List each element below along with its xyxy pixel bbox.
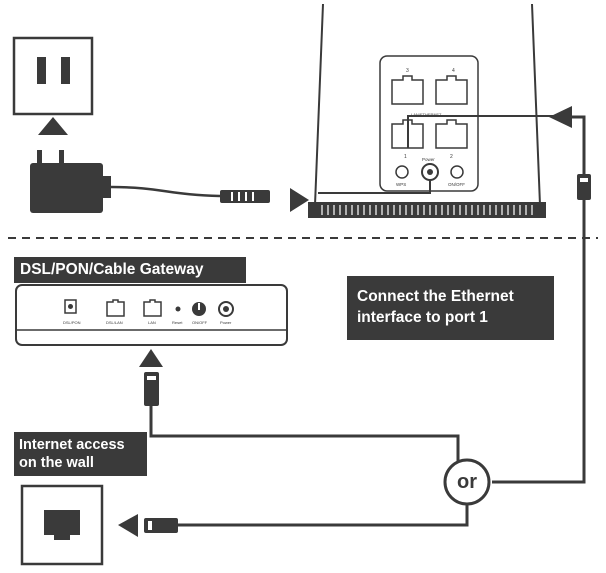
- router-port-label-1: 1: [404, 154, 407, 160]
- gateway-label-power: Power: [220, 320, 232, 325]
- gateway-ethernet-cable: [149, 406, 460, 462]
- ethernet-plug-gateway-icon: [144, 372, 159, 406]
- connect-instruction: Connect the Ethernet interface to port 1: [347, 276, 554, 340]
- router-ethernet-port-1: [391, 119, 424, 149]
- router-port-label-4: 4: [452, 68, 455, 74]
- router-ethernet-port-3: [391, 75, 424, 105]
- arrow-right-power-icon: [290, 188, 309, 212]
- gateway-title-text: DSL/PON/Cable Gateway: [20, 261, 204, 278]
- wall-access-label: Internet access on the wall: [14, 432, 147, 476]
- arrow-up-gateway-icon: [139, 349, 163, 367]
- wall-ethernet-cable: [178, 504, 469, 527]
- power-plug-icon: [220, 190, 270, 203]
- power-adapter-icon: [30, 150, 111, 213]
- router-ethernet-port-2: [435, 119, 468, 149]
- arrow-left-wall-icon: [118, 514, 138, 537]
- router-wps-label: WPS: [396, 182, 406, 187]
- router-ethernet-cable: [407, 115, 558, 148]
- router-power-label: Power: [422, 157, 435, 162]
- wall-access-line1: Internet access: [19, 437, 125, 453]
- gateway-dsl-lan-port: [106, 299, 125, 317]
- router-onoff-label: ON/OFF: [448, 182, 465, 187]
- arrow-left-router-icon: [549, 106, 572, 128]
- gateway-label-dsl-pon: DSL/PON: [63, 320, 81, 325]
- connect-instruction-line1: Connect the Ethernet: [357, 288, 514, 305]
- connect-instruction-line2: interface to port 1: [357, 309, 488, 326]
- router-wps-button: [395, 165, 409, 179]
- router-ethernet-port-4: [435, 75, 468, 105]
- arrow-up-outlet-icon: [38, 117, 68, 135]
- router-port-label-2: 2: [450, 154, 453, 160]
- or-label: or: [457, 471, 477, 493]
- power-outlet-icon: [12, 36, 94, 116]
- ethernet-plug-wall-icon: [144, 518, 178, 533]
- wall-access-line2: on the wall: [19, 455, 94, 471]
- router-vent-grille: [321, 205, 533, 215]
- router-onoff-button: [450, 165, 464, 179]
- wall-socket-icon: [20, 484, 104, 566]
- router-port-label-3: 3: [406, 68, 409, 74]
- power-cable: [110, 185, 221, 198]
- gateway-label-reset: Reset: [172, 320, 183, 325]
- gateway-device: DSL/PON DSL/LAN LAN Reset ON/OFF Power: [15, 284, 288, 346]
- gateway-label-dsl-lan: DSL/LAN: [106, 320, 123, 325]
- gateway-label-lan: LAN: [148, 320, 156, 325]
- router-power-cable: [318, 180, 431, 194]
- router-lan-label: LAN/ETHERNET: [411, 112, 442, 117]
- gateway-label-onoff: ON/OFF: [192, 320, 208, 325]
- gateway-title: DSL/PON/Cable Gateway: [14, 257, 246, 283]
- ethernet-plug-right-icon: [577, 174, 591, 200]
- gateway-lan-port: [143, 299, 162, 317]
- gateway-reset-button: [175, 306, 181, 312]
- router-device: 3 4 LAN/ETHERNET 1 2 Power WPS ON/OFF: [308, 3, 546, 218]
- right-ethernet-cable: [492, 200, 586, 484]
